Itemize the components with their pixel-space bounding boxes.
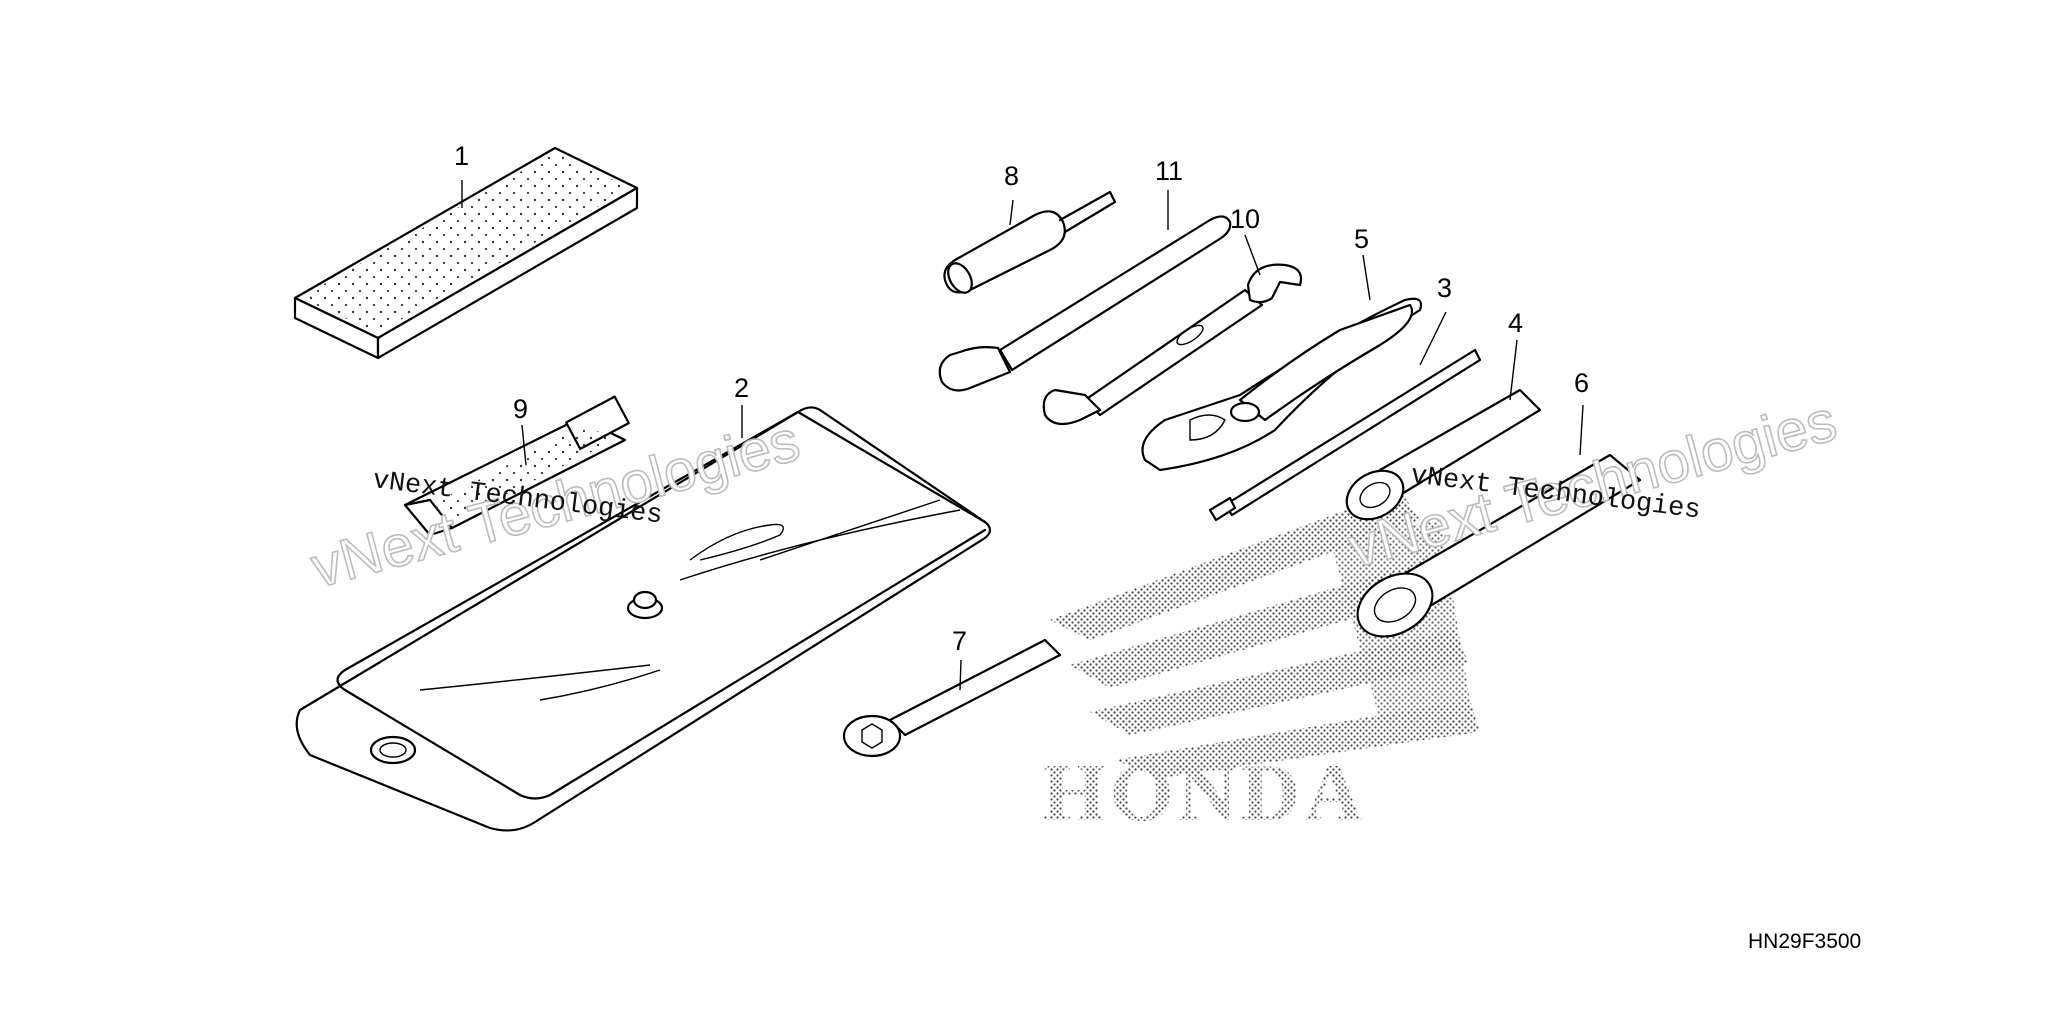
- part-7-box-wrench: [842, 638, 1062, 758]
- callout-7: 7: [952, 626, 967, 656]
- callout-numbers: 1 2 3 4 5 6 7 8 9 10 11: [454, 141, 1589, 656]
- honda-brand-text: HONDA: [1042, 747, 1367, 838]
- part-9-strap: [403, 395, 630, 537]
- callout-2: 2: [734, 373, 749, 403]
- callout-3: 3: [1437, 273, 1452, 303]
- callout-11: 11: [1155, 156, 1183, 186]
- part-6-plug-wrench: [1356, 453, 1642, 638]
- callout-1: 1: [454, 141, 469, 171]
- part-3-screwdriver: [1208, 348, 1482, 522]
- callout-5: 5: [1354, 224, 1369, 254]
- part-4-socket-wrench: [1345, 388, 1542, 521]
- callout-9: 9: [513, 394, 528, 424]
- callout-8: 8: [1004, 161, 1019, 191]
- part-10-combination-wrench: [1042, 263, 1303, 426]
- part-8-screwdriver-handle: [943, 190, 1117, 294]
- part-1-foam-pad: [293, 146, 639, 360]
- part-11-wrench: [938, 215, 1232, 392]
- part-2-tool-bag: [295, 406, 992, 832]
- callout-10: 10: [1230, 204, 1260, 234]
- part-5-pliers: [1141, 297, 1423, 472]
- callout-4: 4: [1508, 308, 1523, 338]
- drawing-code: HN29F3500: [1748, 930, 1861, 953]
- callout-leaders: [461, 180, 1584, 691]
- watermark-right: vNext Technologies vNext Technologies: [1341, 387, 1844, 581]
- honda-wing-logo: HONDA: [1042, 490, 1480, 838]
- callout-6: 6: [1574, 368, 1589, 398]
